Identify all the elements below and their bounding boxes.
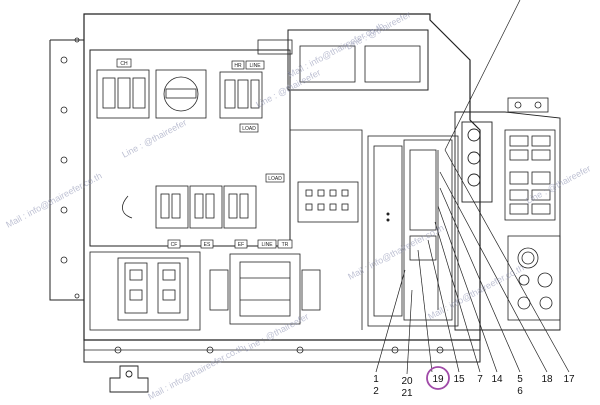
left-flange (49, 39, 84, 301)
hr-contactor (219, 71, 263, 119)
callout-19: 19 (432, 374, 444, 385)
ef-box (234, 239, 248, 249)
cable (122, 195, 133, 219)
callout-numbers: 1 2 20 21 19 15 7 14 5 6 18 17 (373, 366, 575, 399)
highlight-circle (426, 366, 450, 390)
callout-17: 17 (563, 374, 575, 385)
line-bottom-box (257, 239, 277, 249)
ch-label: CH (120, 61, 128, 67)
back-plate (89, 49, 291, 247)
load-mid-label: LOAD (268, 176, 282, 182)
cf-box (167, 239, 181, 249)
line-top-box (245, 60, 265, 70)
tr-label: TR (282, 242, 289, 248)
keypad (504, 129, 556, 221)
cabinet-outline (83, 13, 481, 341)
callout-14: 14 (491, 374, 503, 385)
callout-21: 21 (401, 388, 413, 399)
top-duct (287, 29, 429, 91)
callout-20: 20 (401, 376, 413, 387)
es-label: ES (204, 242, 211, 248)
callout-7: 7 (477, 374, 483, 385)
bottom-bracket (109, 365, 149, 393)
relay-board (297, 181, 359, 223)
callout-2: 2 (373, 386, 379, 397)
tr-box (277, 239, 293, 249)
load-top-label: LOAD (242, 126, 256, 132)
ch-label-box (116, 58, 132, 68)
duct-window-right (364, 45, 421, 83)
callout-6: 6 (517, 386, 523, 397)
cf-label: CF (171, 242, 178, 248)
ch-contactor (96, 69, 150, 119)
line-bottom-label: LINE (261, 242, 273, 248)
load-mid-box (265, 173, 285, 183)
callout-1: 1 (373, 374, 379, 385)
ef-label: EF (238, 242, 244, 248)
mounting-holes (60, 37, 444, 354)
hr-label: HR (234, 63, 242, 69)
es-box (200, 239, 214, 249)
duct-window-left (299, 45, 356, 83)
lower-controls (507, 235, 561, 321)
line-top-label: LINE (249, 63, 261, 69)
leader-lines (375, 0, 570, 375)
bottom-flange (83, 340, 481, 363)
hour-meter (155, 69, 207, 119)
top-right-fitting (507, 97, 549, 113)
callout-5: 5 (517, 374, 523, 385)
controller-led-2 (386, 218, 390, 222)
transformer (209, 253, 321, 325)
load-top-box (239, 123, 259, 133)
controller-led-1 (386, 212, 390, 216)
door-panel (454, 111, 561, 331)
hr-label-box (231, 60, 245, 70)
callout-15: 15 (453, 374, 465, 385)
duct-clip (257, 39, 293, 55)
callout-18: 18 (541, 374, 553, 385)
circuit-breakers (89, 251, 201, 331)
cf-es-ef-contactors (155, 185, 257, 229)
